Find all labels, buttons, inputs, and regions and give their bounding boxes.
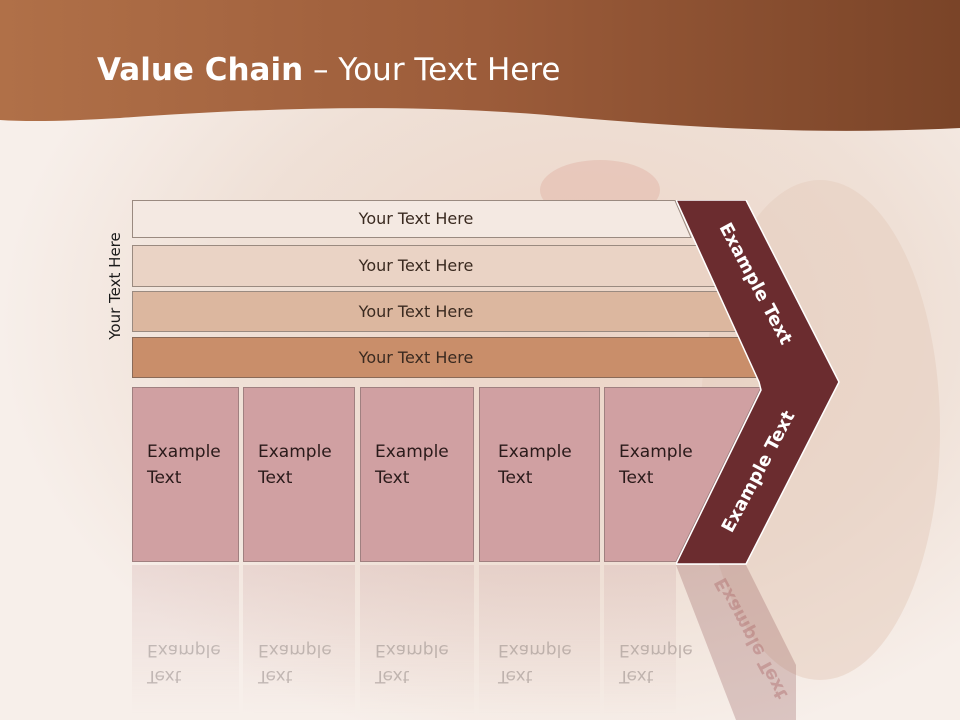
bar-4-label: Your Text Here bbox=[358, 348, 474, 367]
bar-1-label: Your Text Here bbox=[358, 209, 474, 228]
column-5-line2: Text bbox=[619, 468, 654, 488]
column-2-line1: Example bbox=[258, 442, 332, 462]
column-4-line2: Text bbox=[498, 468, 533, 488]
value-chain-chevron bbox=[676, 200, 840, 565]
column-4-line1: Example bbox=[498, 442, 572, 462]
column-1-line2: Text bbox=[147, 468, 182, 488]
column-2-line2: Text bbox=[258, 468, 293, 488]
bar-3: Your Text Here bbox=[132, 291, 740, 332]
column-3-line2: Text bbox=[375, 468, 410, 488]
bar-1-shape bbox=[132, 200, 692, 238]
bar-2-label: Your Text Here bbox=[358, 256, 474, 275]
column-1-line1: Example bbox=[147, 442, 221, 462]
bar-1: Your Text Here bbox=[132, 200, 692, 238]
column-5-line1: Example bbox=[619, 442, 693, 462]
bar-4: Your Text Here bbox=[132, 337, 764, 378]
bar-3-label: Your Text Here bbox=[358, 302, 474, 321]
column-3-line1: Example bbox=[375, 442, 449, 462]
bar-2: Your Text Here bbox=[132, 245, 717, 287]
chevron-reflection bbox=[676, 565, 796, 720]
side-label: Your Text Here bbox=[106, 232, 124, 340]
slide-title: Value Chain – Your Text Here bbox=[97, 52, 561, 88]
